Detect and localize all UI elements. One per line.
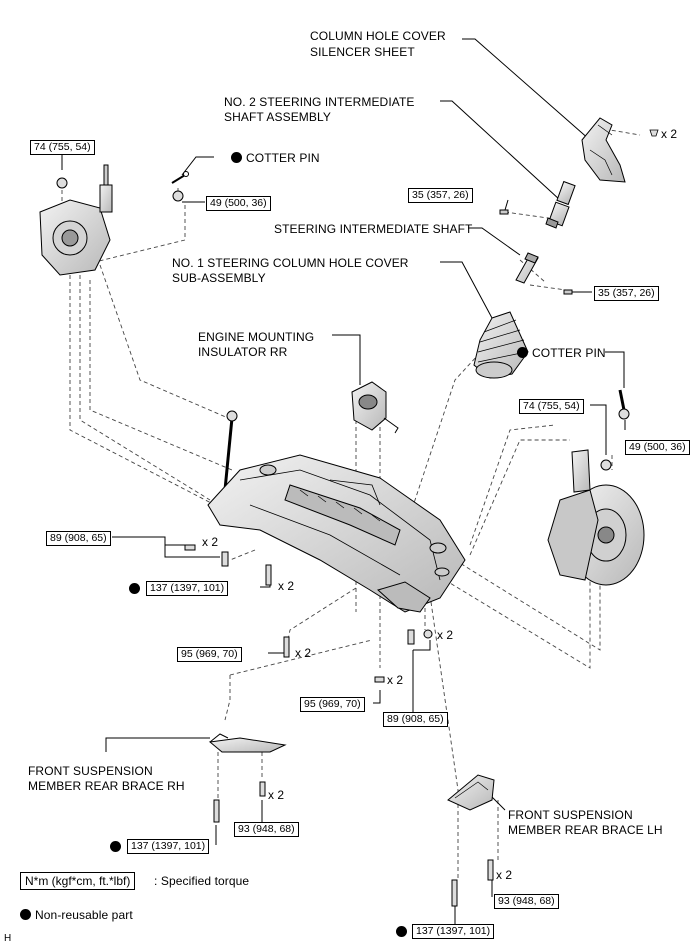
- legend-non-reusable-text: Non-reusable part: [35, 908, 133, 922]
- label-cotter-pin-left: COTTER PIN: [231, 151, 320, 165]
- label-steering-intermediate-shaft: STEERING INTERMEDIATE SHAFT: [274, 222, 473, 236]
- torque-35-upper: 35 (357, 26): [408, 188, 473, 203]
- figure-code: H: [4, 933, 12, 944]
- column-hole-cover-part: [473, 311, 529, 379]
- label-no1-column-hole-cover-1: NO. 1 STEERING COLUMN HOLE COVER: [172, 256, 409, 270]
- torque-35-lower: 35 (357, 26): [594, 286, 659, 301]
- cotter-pin-right-text: COTTER PIN: [532, 346, 606, 360]
- cotter-pin-left-text: COTTER PIN: [246, 151, 320, 165]
- qty-silencer-clip: x 2: [661, 127, 678, 141]
- right-knuckle-part: [547, 389, 645, 586]
- torque-93-rh: 93 (948, 68): [234, 822, 299, 837]
- label-brace-rh-1: FRONT SUSPENSION: [28, 764, 153, 778]
- torque-95-lower: 95 (969, 70): [300, 697, 365, 712]
- torque-49-right: 49 (500, 36): [625, 440, 690, 455]
- qty-bolt-137-mid: x 2: [278, 579, 295, 593]
- torque-49-left: 49 (500, 36): [206, 196, 271, 211]
- label-no2-intermediate-shaft-2: SHAFT ASSEMBLY: [224, 110, 331, 124]
- intermediate-shaft-no2-part: [499, 180, 576, 229]
- label-brace-lh-2: MEMBER REAR BRACE LH: [508, 823, 663, 837]
- label-column-hole-cover-silencer-1: COLUMN HOLE COVER: [310, 29, 446, 43]
- torque-74-right: 74 (755, 54): [519, 399, 584, 414]
- torque-93-lh: 93 (948, 68): [494, 894, 559, 909]
- non-reusable-dot-icon: [231, 152, 242, 163]
- legend-torque-unit-box: N*m (kgf*cm, ft.*lbf): [20, 872, 136, 890]
- non-reusable-dot-icon: [517, 347, 528, 358]
- non-reusable-dot-icon: [396, 926, 407, 937]
- label-brace-lh-1: FRONT SUSPENSION: [508, 808, 633, 822]
- left-knuckle-part: [39, 164, 189, 276]
- label-no2-intermediate-shaft-1: NO. 2 STEERING INTERMEDIATE: [224, 95, 415, 109]
- crossmember-part: [184, 454, 466, 683]
- qty-bolt-93-lh: x 2: [496, 868, 513, 882]
- silencer-sheet-part: [581, 117, 659, 183]
- qty-bolt-89-left: x 2: [202, 535, 219, 549]
- label-no1-column-hole-cover-2: SUB-ASSEMBLY: [172, 271, 266, 285]
- label-brace-rh-2: MEMBER REAR BRACE RH: [28, 779, 185, 793]
- label-column-hole-cover-silencer-2: SILENCER SHEET: [310, 45, 415, 59]
- intermediate-shaft-part: [515, 252, 573, 295]
- torque-89-left: 89 (908, 65): [46, 531, 111, 546]
- brace-rh-part: [208, 733, 287, 823]
- qty-bolt-95-lower: x 2: [387, 673, 404, 687]
- legend-non-reusable: Non-reusable part: [20, 908, 133, 922]
- engine-mount-part: [351, 381, 399, 434]
- torque-137-mid: 137 (1397, 101): [146, 581, 229, 596]
- torque-74-left: 74 (755, 54): [30, 140, 95, 155]
- torque-95-upper: 95 (969, 70): [177, 647, 242, 662]
- label-engine-mounting-2: INSULATOR RR: [198, 345, 288, 359]
- non-reusable-dot-icon: [110, 841, 121, 852]
- brace-lh-part: [447, 774, 495, 907]
- qty-bolt-95-upper: x 2: [295, 646, 312, 660]
- qty-bolt-93-rh: x 2: [268, 788, 285, 802]
- non-reusable-dot-icon: [20, 909, 31, 920]
- qty-bolt-89-right: x 2: [437, 628, 454, 642]
- label-engine-mounting-1: ENGINE MOUNTING: [198, 330, 315, 344]
- torque-137-rh: 137 (1397, 101): [127, 839, 210, 854]
- label-cotter-pin-right: COTTER PIN: [517, 346, 606, 360]
- legend-torque-unit-text: : Specified torque: [154, 874, 250, 888]
- torque-137-lh: 137 (1397, 101): [412, 924, 495, 939]
- non-reusable-dot-icon: [129, 583, 140, 594]
- torque-89-right: 89 (908, 65): [383, 712, 448, 727]
